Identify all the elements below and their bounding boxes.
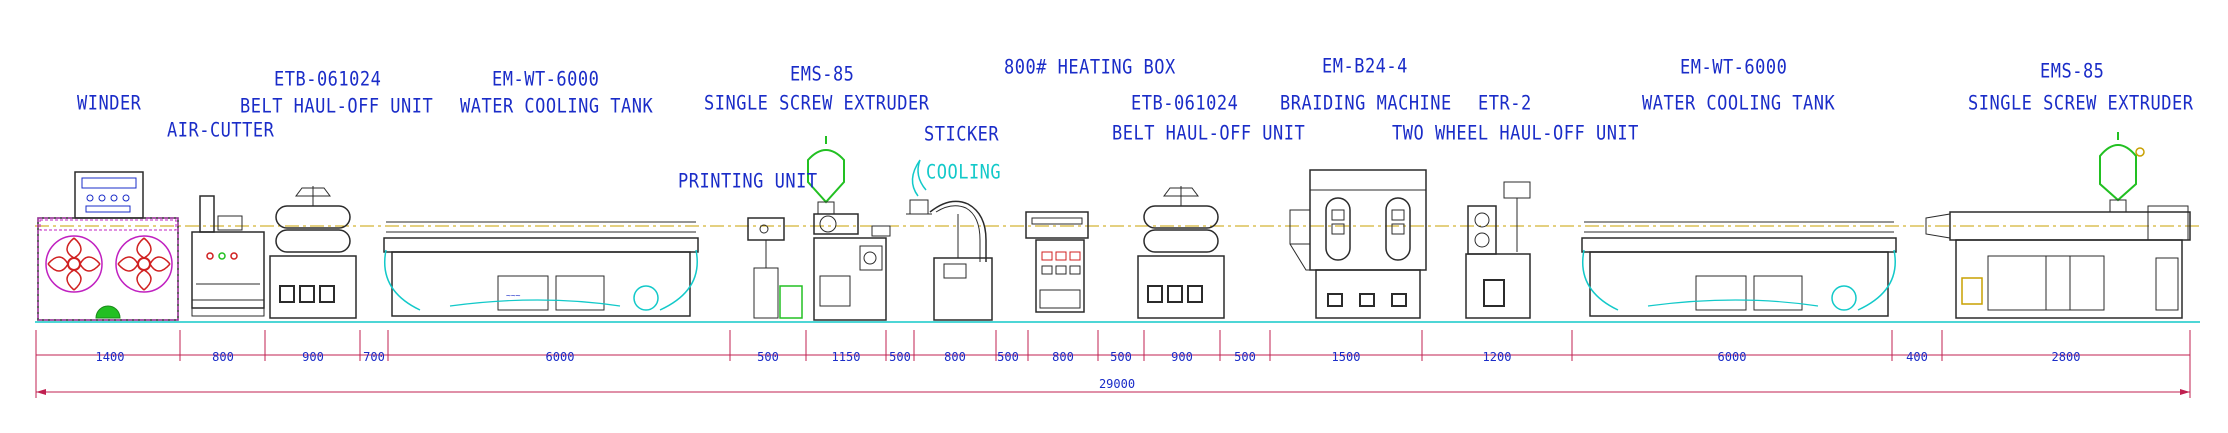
svg-text:~~~: ~~~ [506,291,521,300]
dimension-value: 900 [302,350,324,364]
dimension-value: 1500 [1331,350,1361,364]
braiding-name-label: BRAIDING MACHINE [1280,92,1452,115]
printing-unit-machine [747,217,803,319]
single-screw-extruder-2 [1925,132,2191,319]
winder-machine [37,171,179,321]
tank-name-1-label: WATER COOLING TANK [460,95,654,118]
dimension-value: 500 [1110,350,1132,364]
heating-box-machine [1025,211,1089,313]
two-wheel-name-label: TWO WHEEL HAUL-OFF UNIT [1392,122,1639,145]
dimension-value: 6000 [1717,350,1747,364]
two-wheel-code-label: ETR-2 [1478,92,1532,115]
dimension-value: 800 [944,350,966,364]
dimension-value: 500 [997,350,1019,364]
total-length-value: 29000 [1098,377,1136,391]
braiding-machine [1289,169,1427,319]
dimension-value: 500 [1234,350,1256,364]
dimension-value: 400 [1906,350,1928,364]
sticker-cooling-unit [906,159,993,321]
dimension-value: 900 [1171,350,1193,364]
winder-label: WINDER [77,92,142,115]
sticker-label: STICKER [924,123,1000,146]
belt-haul-name-2-label: BELT HAUL-OFF UNIT [1112,122,1306,145]
dimension-value: 1200 [1482,350,1512,364]
dimension-value: 800 [1052,350,1074,364]
extruder-code-2-label: EMS-85 [2040,60,2105,83]
extruder-code-1-label: EMS-85 [790,63,855,86]
dimension-value: 1400 [95,350,125,364]
dimension-value: 1150 [831,350,861,364]
dimension-value: 6000 [545,350,575,364]
dimension-value: 800 [212,350,234,364]
extruder-name-1-label: SINGLE SCREW EXTRUDER [704,92,930,115]
tank-name-2-label: WATER COOLING TANK [1642,92,1836,115]
water-cooling-tank-2 [1581,221,1897,317]
single-screw-extruder-1 [807,136,891,321]
belt-haul-off-unit-2 [1137,186,1225,319]
dimension-lines [35,330,2191,398]
two-wheel-haul-off-unit [1465,181,1531,319]
dimension-value: 2800 [2051,350,2081,364]
heating-box-label: 800# HEATING BOX [1004,56,1176,79]
tank-code-2-label: EM-WT-6000 [1680,56,1788,79]
dimension-value: 500 [757,350,779,364]
air-cutter-label: AIR-CUTTER [167,119,275,142]
dimension-arrowhead [2180,389,2190,395]
belt-haul-off-unit-1 [269,186,357,319]
dimension-arrowhead [36,389,46,395]
dimension-value: 700 [363,350,385,364]
belt-haul-code-2-label: ETB-061024 [1131,92,1239,115]
dimension-value: 500 [889,350,911,364]
belt-haul-code-1-label: ETB-061024 [274,68,382,91]
extruder-name-2-label: SINGLE SCREW EXTRUDER [1968,92,2194,115]
water-cooling-tank-1: ~~~ [383,221,699,317]
printing-unit-label: PRINTING UNIT [678,170,818,193]
cooling-label: COOLING [926,161,1002,184]
tank-code-1-label: EM-WT-6000 [492,68,600,91]
air-cutter-machine [191,195,265,317]
braiding-code-label: EM-B24-4 [1322,55,1408,78]
belt-haul-name-1-label: BELT HAUL-OFF UNIT [240,95,434,118]
